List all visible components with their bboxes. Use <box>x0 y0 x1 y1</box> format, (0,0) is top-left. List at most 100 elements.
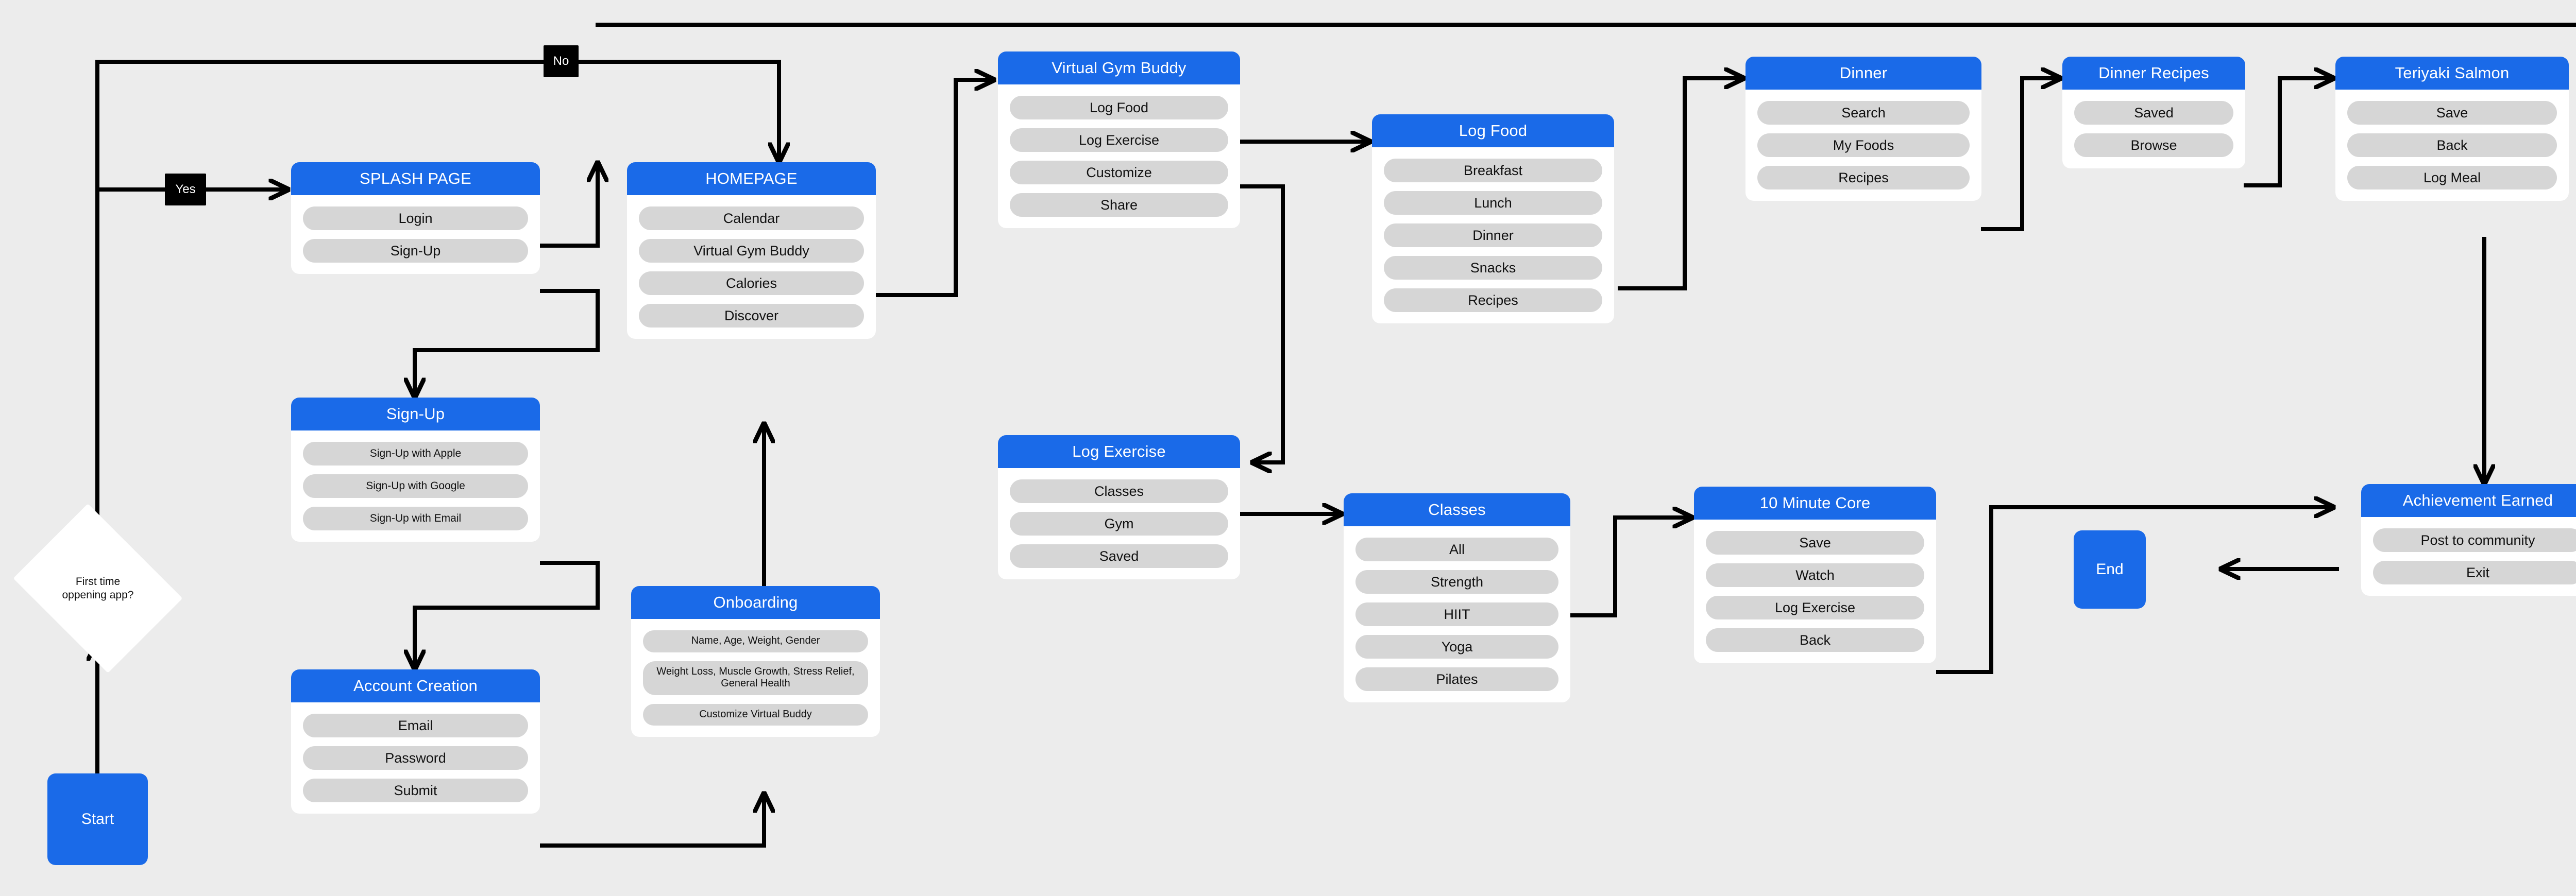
homepage-item-discover[interactable]: Discover <box>639 304 864 328</box>
start-label: Start <box>81 811 114 828</box>
logfood-item-dinner[interactable]: Dinner <box>1384 223 1602 247</box>
decision-text: First time oppening app? <box>62 575 134 601</box>
onboarding-item-profile[interactable]: Name, Age, Weight, Gender <box>643 630 868 652</box>
logfood-item-snacks[interactable]: Snacks <box>1384 256 1602 280</box>
wire-strength-to-core <box>1569 518 1692 617</box>
splash-item-signup[interactable]: Sign-Up <box>303 239 528 263</box>
dinner-recipes-item-browse[interactable]: Browse <box>2074 133 2233 157</box>
wire-browse-to-teriyaki <box>2244 78 2334 187</box>
core-item-back[interactable]: Back <box>1706 628 1924 652</box>
wire-dinner-to-dinner-screen <box>1618 78 1744 290</box>
card-sign-up: Sign-Up Sign-Up with Apple Sign-Up with … <box>291 398 540 542</box>
vgb-item-share[interactable]: Share <box>1010 193 1228 217</box>
card-ten-minute-core-body: Save Watch Log Exercise Back <box>1694 520 1936 652</box>
edge-label-yes: Yes <box>165 174 206 205</box>
card-teriyaki-salmon-title: Teriyaki Salmon <box>2335 57 2569 90</box>
start-terminator[interactable]: Start <box>47 773 148 865</box>
card-dinner-title: Dinner <box>1745 57 1981 90</box>
card-achievement-earned: Achievement Earned Post to community Exi… <box>2361 484 2576 596</box>
card-onboarding-body: Name, Age, Weight, Gender Weight Loss, M… <box>631 619 880 726</box>
signup-item-email[interactable]: Sign-Up with Email <box>303 507 528 530</box>
logfood-item-recipes[interactable]: Recipes <box>1384 288 1602 312</box>
wire-signup-to-signup-screen <box>415 289 600 398</box>
signup-item-google[interactable]: Sign-Up with Google <box>303 474 528 498</box>
achievement-item-exit[interactable]: Exit <box>2373 561 2576 584</box>
classes-item-yoga[interactable]: Yoga <box>1355 635 1558 659</box>
classes-item-all[interactable]: All <box>1355 538 1558 561</box>
edge-label-yes-text: Yes <box>175 182 196 196</box>
signup-item-apple[interactable]: Sign-Up with Apple <box>303 442 528 466</box>
edge-label-no: No <box>544 45 579 77</box>
wire-vgb-to-logexercise <box>1236 184 1285 462</box>
dinner-item-my-foods[interactable]: My Foods <box>1757 133 1970 157</box>
teriyaki-item-back[interactable]: Back <box>2347 133 2557 157</box>
wire-no-to-homepage <box>562 60 779 162</box>
card-dinner-body: Search My Foods Recipes <box>1745 90 1981 189</box>
classes-item-hiit[interactable]: HIIT <box>1355 602 1558 626</box>
card-virtual-gym-buddy: Virtual Gym Buddy Log Food Log Exercise … <box>998 51 1240 228</box>
account-item-submit[interactable]: Submit <box>303 779 528 802</box>
core-item-save[interactable]: Save <box>1706 531 1924 555</box>
onboarding-item-customize-buddy[interactable]: Customize Virtual Buddy <box>643 703 868 726</box>
card-dinner-recipes-body: Saved Browse <box>2062 90 2245 157</box>
wire-yes-to-splash <box>95 189 289 538</box>
homepage-item-calories[interactable]: Calories <box>639 271 864 295</box>
wire-submit-to-onboarding <box>540 793 764 848</box>
card-dinner-recipes: Dinner Recipes Saved Browse <box>2062 57 2245 168</box>
card-virtual-gym-buddy-title: Virtual Gym Buddy <box>998 51 1240 84</box>
homepage-item-virtual-gym-buddy[interactable]: Virtual Gym Buddy <box>639 239 864 263</box>
dinner-recipes-item-saved[interactable]: Saved <box>2074 101 2233 125</box>
onboarding-item-goals[interactable]: Weight Loss, Muscle Growth, Stress Relie… <box>643 661 868 695</box>
splash-item-login[interactable]: Login <box>303 206 528 230</box>
classes-item-strength[interactable]: Strength <box>1355 570 1558 594</box>
end-terminator[interactable]: End <box>2074 530 2146 609</box>
account-item-email[interactable]: Email <box>303 714 528 737</box>
logfood-item-breakfast[interactable]: Breakfast <box>1384 159 1602 182</box>
card-sign-up-title: Sign-Up <box>291 398 540 430</box>
decision-line-1: First time <box>75 575 121 588</box>
account-item-password[interactable]: Password <box>303 746 528 770</box>
card-ten-minute-core-title: 10 Minute Core <box>1694 487 1936 520</box>
wire-recipes-to-dinner-recipes <box>1981 78 2061 231</box>
card-teriyaki-salmon: Teriyaki Salmon Save Back Log Meal <box>2335 57 2569 201</box>
card-onboarding: Onboarding Name, Age, Weight, Gender Wei… <box>631 586 880 737</box>
card-onboarding-title: Onboarding <box>631 586 880 619</box>
card-classes-title: Classes <box>1344 493 1570 526</box>
teriyaki-item-log-meal[interactable]: Log Meal <box>2347 166 2557 189</box>
logexercise-item-gym[interactable]: Gym <box>1010 512 1228 536</box>
dinner-item-recipes[interactable]: Recipes <box>1757 166 1970 189</box>
achievement-item-post-to-community[interactable]: Post to community <box>2373 528 2576 552</box>
card-achievement-earned-body: Post to community Exit <box>2361 517 2576 584</box>
card-dinner: Dinner Search My Foods Recipes <box>1745 57 1981 201</box>
card-log-food-body: Breakfast Lunch Dinner Snacks Recipes <box>1372 147 1614 312</box>
card-classes-body: All Strength HIIT Yoga Pilates <box>1344 526 1570 691</box>
vgb-item-log-food[interactable]: Log Food <box>1010 96 1228 119</box>
dinner-item-search[interactable]: Search <box>1757 101 1970 125</box>
card-classes: Classes All Strength HIIT Yoga Pilates <box>1344 493 1570 702</box>
card-ten-minute-core: 10 Minute Core Save Watch Log Exercise B… <box>1694 487 1936 663</box>
classes-item-pilates[interactable]: Pilates <box>1355 667 1558 691</box>
card-homepage: HOMEPAGE Calendar Virtual Gym Buddy Calo… <box>627 162 876 339</box>
vgb-item-log-exercise[interactable]: Log Exercise <box>1010 128 1228 152</box>
logexercise-item-classes[interactable]: Classes <box>1010 479 1228 503</box>
card-homepage-title: HOMEPAGE <box>627 162 876 195</box>
card-splash-page: SPLASH PAGE Login Sign-Up <box>291 162 540 274</box>
decision-line-2: oppening app? <box>62 589 134 601</box>
logfood-item-lunch[interactable]: Lunch <box>1384 191 1602 215</box>
card-teriyaki-salmon-body: Save Back Log Meal <box>2335 90 2569 189</box>
card-account-creation-body: Email Password Submit <box>291 702 540 802</box>
core-item-log-exercise[interactable]: Log Exercise <box>1706 596 1924 619</box>
card-dinner-recipes-title: Dinner Recipes <box>2062 57 2245 90</box>
card-splash-page-body: Login Sign-Up <box>291 195 540 263</box>
card-log-exercise-body: Classes Gym Saved <box>998 468 1240 568</box>
card-virtual-gym-buddy-body: Log Food Log Exercise Customize Share <box>998 84 1240 217</box>
card-account-creation-title: Account Creation <box>291 669 540 702</box>
decision-first-time-opening-app[interactable]: First time oppening app? <box>13 504 183 673</box>
logexercise-item-saved[interactable]: Saved <box>1010 544 1228 568</box>
vgb-item-customize[interactable]: Customize <box>1010 161 1228 184</box>
homepage-item-calendar[interactable]: Calendar <box>639 206 864 230</box>
card-log-exercise: Log Exercise Classes Gym Saved <box>998 435 1240 579</box>
teriyaki-item-save[interactable]: Save <box>2347 101 2557 125</box>
core-item-watch[interactable]: Watch <box>1706 563 1924 587</box>
